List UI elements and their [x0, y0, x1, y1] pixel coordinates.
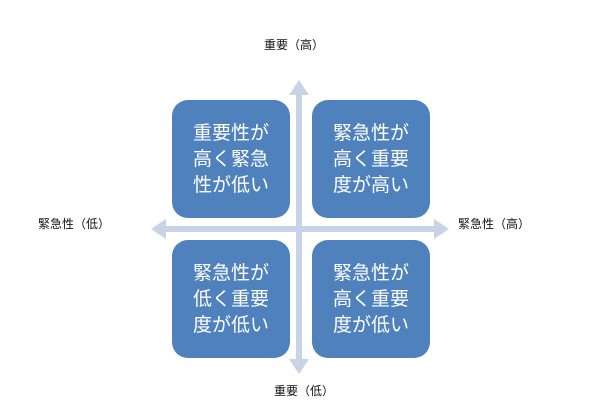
- arrow-up-icon: [289, 80, 309, 95]
- quadrant-bottom-right: 緊急性が 高く重要 度が低い: [312, 240, 430, 358]
- quadrant-bottom-right-text: 緊急性が 高く重要 度が低い: [333, 260, 409, 338]
- quadrant-line: 緊急性が: [192, 262, 269, 284]
- quadrant-line: 高く重要: [332, 148, 409, 170]
- quadrant-line: 緊急性が: [332, 262, 409, 284]
- quadrant-line: 重要性が: [192, 122, 269, 144]
- axis-label-urgency-low: 緊急性（低）: [38, 217, 111, 231]
- quadrant-line: 度が高い: [332, 174, 409, 196]
- horizontal-axis: [163, 226, 437, 232]
- quadrant-line: 度が低い: [332, 314, 409, 336]
- quadrant-top-right: 緊急性が 高く重要 度が高い: [312, 100, 430, 218]
- quadrant-top-left: 重要性が 高く緊急 性が低い: [172, 100, 290, 218]
- axis-label-urgency-high: 緊急性（高）: [458, 217, 531, 231]
- quadrant-top-left-text: 重要性が 高く緊急 性が低い: [193, 120, 269, 198]
- arrow-right-icon: [434, 219, 449, 239]
- quadrant-line: 高く緊急: [192, 148, 269, 170]
- quadrant-line: 性が低い: [192, 174, 269, 196]
- quadrant-line: 高く重要: [332, 288, 409, 310]
- quadrant-bottom-left: 緊急性が 低く重要 度が低い: [172, 240, 290, 358]
- quadrant-line: 緊急性が: [332, 122, 409, 144]
- quadrant-top-right-text: 緊急性が 高く重要 度が高い: [333, 120, 409, 198]
- arrow-left-icon: [151, 219, 166, 239]
- axis-label-importance-high: 重要（高）: [264, 38, 325, 52]
- quadrant-bottom-left-text: 緊急性が 低く重要 度が低い: [193, 260, 269, 338]
- quadrant-line: 度が低い: [192, 314, 269, 336]
- arrow-down-icon: [289, 359, 309, 374]
- axis-label-importance-low: 重要（低）: [274, 384, 335, 398]
- quadrant-line: 低く重要: [192, 288, 269, 310]
